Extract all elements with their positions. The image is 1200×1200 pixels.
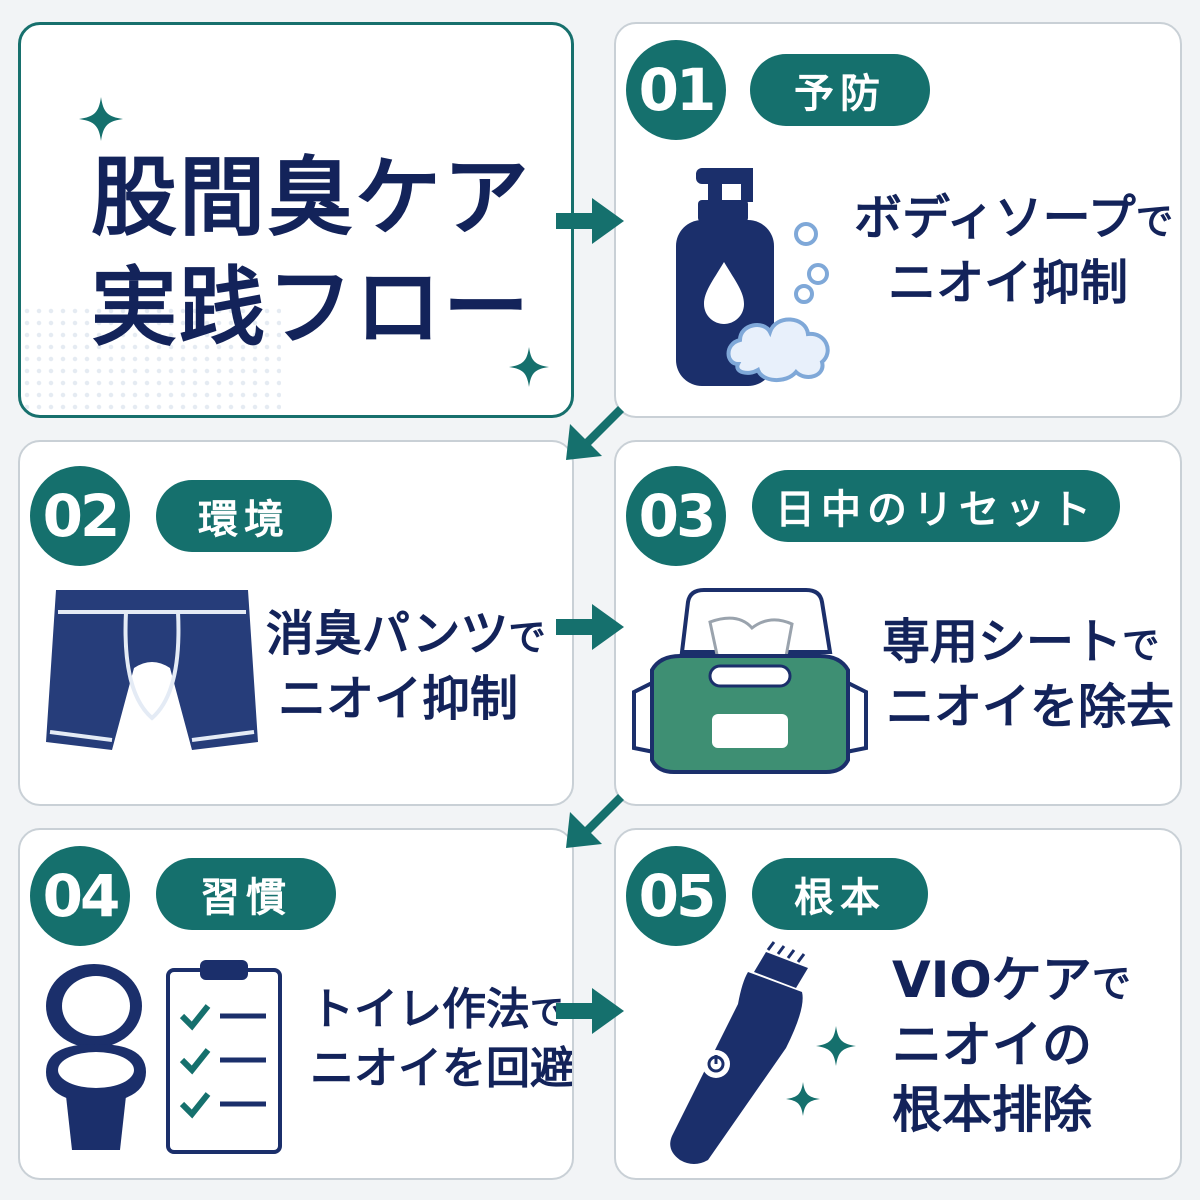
step-tag: 予防 [750, 54, 930, 126]
arrow-right-icon [556, 604, 624, 650]
trimmer-icon [670, 941, 808, 1164]
step-description: VIOケアで ニオイの 根本排除 [892, 951, 1131, 1139]
sparkle-icon [509, 347, 549, 387]
arrow-right-icon [556, 988, 624, 1034]
step-description: トイレ作法で ニオイを回避 [310, 984, 574, 1095]
step-card-02: 02 環境 消臭パンツで ニオイ抑制 [18, 440, 574, 806]
arrow-down-left-icon [566, 406, 624, 460]
toilet-icon [46, 964, 146, 1150]
step-card-01: 01 予防 ボディソープで ニオイ抑制 [614, 22, 1182, 418]
arrow-down-left-icon [566, 794, 624, 848]
soap-bottle-icon [676, 168, 830, 386]
step-description: 消臭パンツで ニオイ抑制 [266, 606, 546, 727]
dot-pattern [21, 305, 281, 415]
sparkle-icon [786, 1082, 820, 1116]
wet-wipes-icon [632, 588, 868, 774]
sparkle-icon [816, 1026, 856, 1066]
step-number: 02 [30, 466, 130, 566]
step-tag: 習慣 [156, 858, 336, 930]
title-line-1: 股間臭ケア [91, 148, 531, 248]
checklist-icon [166, 960, 282, 1154]
page-title: 股間臭ケア 実践フロー [91, 143, 531, 363]
step-tag: 環境 [156, 480, 332, 552]
step-number: 03 [626, 466, 726, 566]
step-tag: 日中のリセット [752, 470, 1120, 542]
step-number: 04 [30, 846, 130, 946]
step-number: 01 [626, 40, 726, 140]
title-card: 股間臭ケア 実践フロー [18, 22, 574, 418]
step-card-03: 03 日中のリセット 専用シートで ニオイを除去 [614, 440, 1182, 806]
step-card-04: 04 習慣 トイレ作法で ニオイを回避 [18, 828, 574, 1180]
boxer-briefs-icon [46, 590, 258, 750]
arrow-right-icon [556, 198, 624, 244]
title-line-2: 実践フロー [91, 258, 531, 358]
step-description: ボディソープで ニオイ抑制 [854, 190, 1174, 311]
step-description: 専用シートで ニオイを除去 [882, 614, 1175, 735]
step-tag: 根本 [752, 858, 928, 930]
step-number: 05 [626, 846, 726, 946]
sparkle-icon [79, 97, 123, 141]
step-card-05: 05 根本 VIOケアで ニオイの 根本排除 [614, 828, 1182, 1180]
